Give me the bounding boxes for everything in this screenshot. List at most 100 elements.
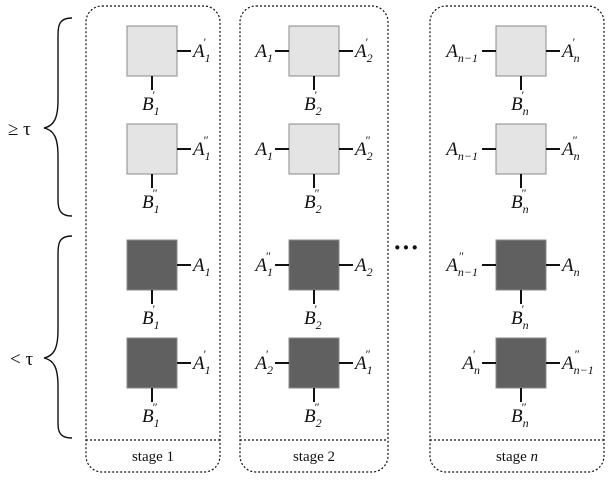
bottom-index-label-prime: ′ bbox=[315, 88, 318, 102]
stage-panel-2: stage 2 bbox=[239, 5, 389, 473]
right-index-label-prime: ″ bbox=[575, 347, 580, 361]
right-index-label: A1′ bbox=[191, 347, 211, 377]
bottom-index-label-subscript: 1 bbox=[154, 318, 160, 332]
right-index-label-prime: ′ bbox=[573, 35, 576, 49]
tensor-node-row-1 bbox=[126, 25, 191, 90]
left-index-label-subscript: n−1 bbox=[458, 149, 478, 163]
bottom-index-label: Bn″ bbox=[511, 186, 529, 216]
tensor-node-row-4 bbox=[126, 337, 191, 402]
right-index-label-prime: ′ bbox=[204, 35, 207, 49]
dark-tensor-box bbox=[288, 239, 340, 291]
right-index-label-base: A bbox=[560, 353, 574, 374]
tensor-node-row-3 bbox=[482, 239, 560, 304]
light-tensor-box bbox=[126, 25, 178, 77]
bottom-index-label-base: B bbox=[304, 94, 316, 115]
light-tensor-box bbox=[495, 25, 547, 77]
bottom-index-label-subscript: 1 bbox=[154, 104, 160, 118]
right-index-label-subscript: n−1 bbox=[574, 363, 594, 377]
right-index-label-prime: ′ bbox=[204, 347, 207, 361]
upper-threshold-label: ≥ τ bbox=[8, 119, 31, 140]
stage-footer-word: stage bbox=[132, 449, 167, 465]
left-index-label-base: A bbox=[460, 353, 474, 374]
bottom-index-label-subscript: 1 bbox=[154, 202, 160, 216]
bottom-index-label-subscript: 2 bbox=[316, 202, 322, 216]
bottom-index-label-base: B bbox=[304, 406, 316, 427]
bottom-index-label-base: B bbox=[304, 192, 316, 213]
light-tensor-box bbox=[288, 25, 340, 77]
left-index-label-prime: ′ bbox=[266, 347, 269, 361]
left-index-label: A1 bbox=[253, 139, 273, 163]
right-index-label: An bbox=[560, 255, 580, 279]
right-index-label-prime: ″ bbox=[366, 133, 371, 147]
bottom-index-label-subscript: n bbox=[523, 202, 529, 216]
tensor-node-row-2 bbox=[275, 123, 353, 188]
left-index-label-prime: ″ bbox=[266, 249, 271, 263]
right-index-label: An′ bbox=[560, 35, 580, 65]
left-index-label-subscript: 1 bbox=[267, 51, 273, 65]
left-index-label-prime: ′ bbox=[473, 347, 476, 361]
right-index-label: A1′ bbox=[191, 35, 211, 65]
left-index-label-subscript: 1 bbox=[267, 265, 273, 279]
right-index-label-prime: ″ bbox=[573, 133, 578, 147]
left-index-label-base: A bbox=[253, 41, 267, 62]
tensor-node-row-3 bbox=[126, 239, 191, 304]
stage-panel-border bbox=[429, 5, 605, 473]
bottom-index-label-prime: ′ bbox=[153, 302, 156, 316]
right-index-label-subscript: 1 bbox=[205, 265, 211, 279]
right-index-label-subscript: 2 bbox=[367, 51, 373, 65]
bottom-index-label-base: B bbox=[142, 308, 154, 329]
bottom-index-label: Bn′ bbox=[511, 88, 529, 118]
right-index-label-base: A bbox=[353, 353, 367, 374]
stage-footer-word: stage bbox=[293, 449, 328, 465]
right-index-label: A2 bbox=[353, 255, 373, 279]
stage-panel-1: stage 1 bbox=[85, 5, 221, 473]
bottom-index-label-prime: ″ bbox=[315, 400, 320, 414]
bottom-index-label-prime: ″ bbox=[315, 186, 320, 200]
bottom-index-label-prime: ′ bbox=[315, 302, 318, 316]
ellipsis-dots: ··· bbox=[393, 233, 419, 262]
right-index-label-prime: ′ bbox=[366, 35, 369, 49]
stage-footer-word: stage bbox=[496, 449, 531, 465]
bottom-index-label-base: B bbox=[511, 406, 523, 427]
right-index-label-base: A bbox=[353, 139, 367, 160]
right-index-label-subscript: n bbox=[574, 265, 580, 279]
tensor-node-row-2 bbox=[126, 123, 191, 188]
bottom-index-label-prime: ″ bbox=[522, 186, 527, 200]
bottom-index-label-prime: ′ bbox=[522, 302, 525, 316]
right-index-label-subscript: 1 bbox=[205, 149, 211, 163]
tensor-node-row-2 bbox=[482, 123, 560, 188]
bottom-index-label-base: B bbox=[142, 94, 154, 115]
left-index-label-base: A bbox=[253, 139, 267, 160]
bottom-index-label-base: B bbox=[142, 192, 154, 213]
bottom-index-label-prime: ′ bbox=[522, 88, 525, 102]
right-index-label-base: A bbox=[560, 255, 574, 276]
bottom-index-label: B1 ′ bbox=[142, 302, 160, 332]
right-index-label-base: A bbox=[191, 255, 205, 276]
bottom-index-label-prime: ″ bbox=[153, 186, 158, 200]
bottom-index-label-base: B bbox=[511, 308, 523, 329]
right-index-label-subscript: 1 bbox=[367, 363, 373, 377]
bottom-index-label-prime: ′ bbox=[153, 88, 156, 102]
right-index-label-subscript: n bbox=[574, 51, 580, 65]
tensor-node-row-3 bbox=[275, 239, 353, 304]
left-index-label-subscript: 2 bbox=[267, 363, 273, 377]
bottom-index-label: B2 ″ bbox=[304, 186, 322, 216]
bottom-index-label-subscript: 1 bbox=[154, 416, 160, 430]
bottom-index-label: Bn″ bbox=[511, 400, 529, 430]
left-index-label-subscript: n−1 bbox=[458, 265, 478, 279]
left-index-label-base: A bbox=[444, 139, 458, 160]
left-index-label-base: A bbox=[253, 353, 267, 374]
bottom-index-label-subscript: 2 bbox=[316, 104, 322, 118]
light-tensor-box bbox=[495, 123, 547, 175]
left-index-label: A1 bbox=[253, 41, 273, 65]
dark-tensor-box bbox=[126, 337, 178, 389]
bottom-index-label-base: B bbox=[304, 308, 316, 329]
bottom-index-label: B1″ bbox=[142, 400, 160, 430]
stage-panel-border bbox=[239, 5, 389, 473]
right-index-label-subscript: n bbox=[574, 149, 580, 163]
stage-footer-index: 1 bbox=[167, 449, 175, 465]
right-index-label: A2′ bbox=[353, 35, 373, 65]
bottom-index-label: B2′ bbox=[304, 302, 322, 332]
